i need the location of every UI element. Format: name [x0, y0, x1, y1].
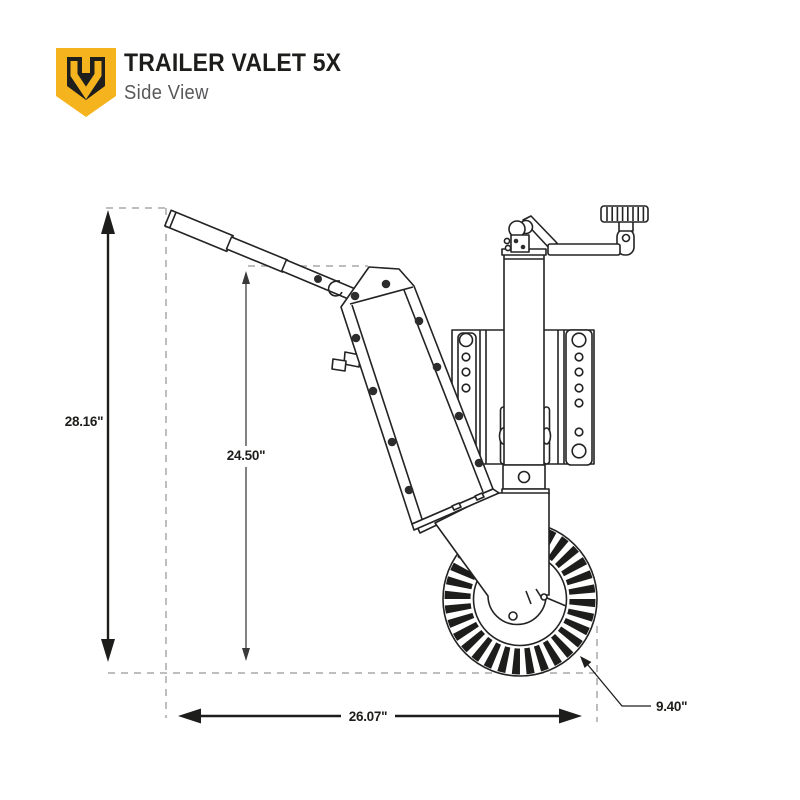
bracket-right-hole-plate [565, 329, 593, 466]
crank-handle-drawing [501, 205, 649, 256]
overall-length-label: 26.07" [349, 709, 387, 724]
wheel-diameter-label: 9.40" [656, 699, 687, 714]
jack-tube-drawing [501, 252, 550, 495]
handle-hook [327, 280, 343, 297]
handle-drawing [164, 209, 356, 301]
overall-height-label: 28.16" [65, 414, 103, 429]
tire-tread [444, 523, 596, 675]
logo-monogram-t [82, 57, 90, 73]
handle-grip [164, 209, 234, 253]
dimension-wheel-diameter: 9.40" [580, 656, 687, 714]
view-subtitle: Side View [124, 82, 209, 104]
dimension-frame-height: 24.50" [227, 271, 265, 661]
handle-mid-tube [225, 236, 289, 273]
dimension-overall-height: 28.16" [65, 210, 115, 662]
main-body-drawing [331, 266, 500, 531]
brand-title: TRAILER VALET 5X [124, 49, 342, 77]
crank-arm [547, 243, 621, 256]
brand-logo [56, 48, 116, 117]
title-block: TRAILER VALET 5X Side View [124, 49, 360, 104]
dimension-overall-length: 26.07" [178, 708, 582, 724]
crank-knob [600, 205, 649, 223]
logo-monogram-u [70, 61, 102, 100]
frame-height-label: 24.50" [227, 448, 265, 463]
